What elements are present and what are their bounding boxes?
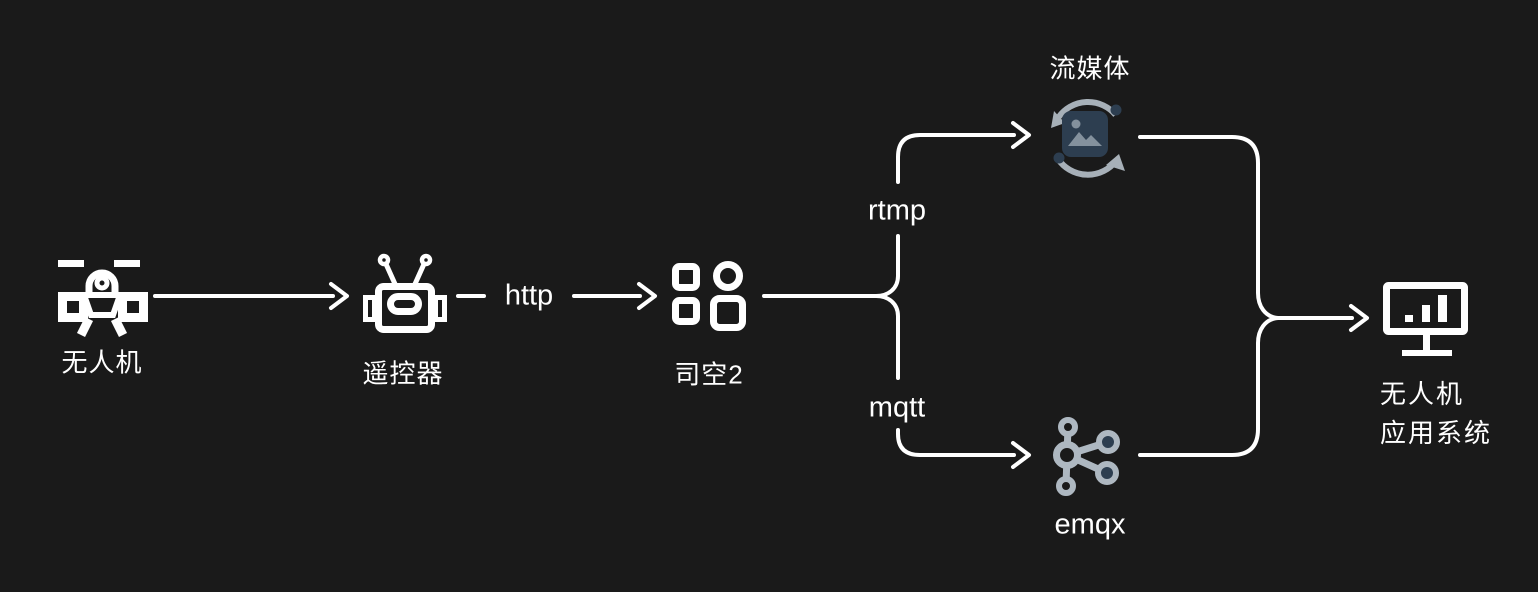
node-graph-icon xyxy=(1053,417,1120,496)
rtmp-edge-label: rtmp xyxy=(868,194,926,227)
drone-icon xyxy=(58,260,148,338)
drone-label: 无人机 xyxy=(61,347,143,378)
skyport-label: 司空2 xyxy=(674,359,744,390)
line-rtmp-to-streaming xyxy=(896,133,1016,184)
emqx-label: emqx xyxy=(1054,508,1126,541)
line-mqtt-to-emqx xyxy=(896,428,1016,457)
image-sun xyxy=(1071,119,1081,129)
image-mountains xyxy=(1068,132,1102,146)
arrowhead-drone-to-remote xyxy=(329,282,349,310)
grid-icon xyxy=(672,261,746,331)
http-edge-label: http xyxy=(504,279,554,312)
robot-icon xyxy=(363,253,447,333)
streaming-label: 流媒体 xyxy=(1049,53,1131,84)
arrowhead-to-streaming xyxy=(1011,121,1031,149)
arrowhead-to-app xyxy=(1349,304,1369,332)
mqtt-edge-label: mqtt xyxy=(868,391,926,424)
arrowhead-http-to-skyport xyxy=(637,282,657,310)
fork-up-curve xyxy=(874,234,900,298)
app-label-line1: 无人机 xyxy=(1380,379,1465,409)
app-label-line2: 应用系统 xyxy=(1380,418,1493,448)
fork-down-curve xyxy=(874,294,900,380)
line-emqx-to-merge xyxy=(1138,316,1280,457)
remote-label: 遥控器 xyxy=(362,358,444,389)
sync-arrowhead-top xyxy=(1051,111,1065,128)
line-streaming-to-merge xyxy=(1138,135,1280,320)
monitor-chart-icon xyxy=(1383,282,1468,356)
sync-arrowhead-bottom xyxy=(1106,154,1125,171)
media-sync-icon xyxy=(1051,99,1125,178)
arrowhead-to-emqx xyxy=(1011,441,1031,469)
